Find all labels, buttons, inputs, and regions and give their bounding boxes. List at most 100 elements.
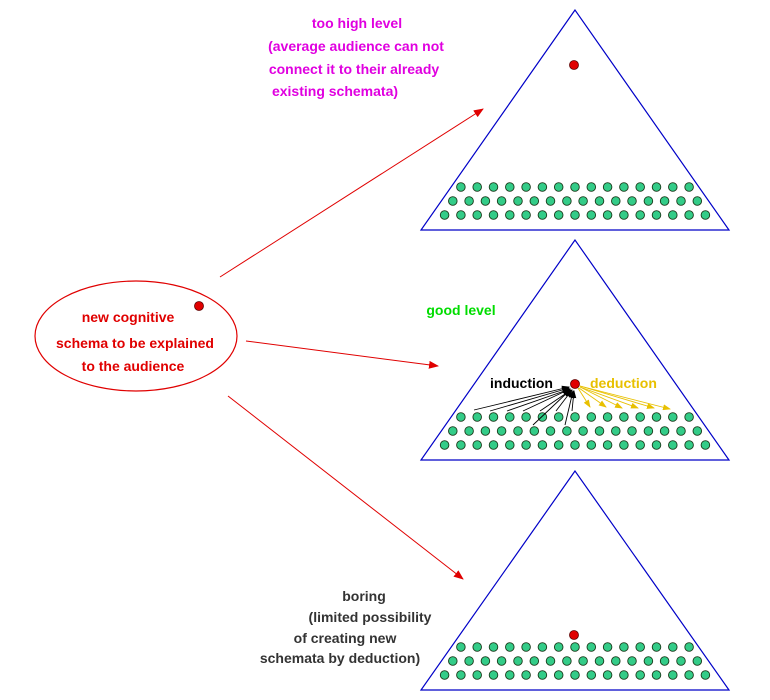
schema-node — [619, 412, 629, 422]
schema-node — [635, 440, 645, 450]
boring-line-2: (limited possibility — [309, 609, 432, 625]
panel-too-high: too high level (average audience can not… — [268, 8, 731, 231]
red-dot-middle — [570, 379, 580, 389]
schema-node — [521, 642, 531, 652]
schema-node — [692, 426, 703, 436]
schema-node — [578, 196, 588, 206]
schema-node — [488, 670, 499, 680]
source-schema: new cognitive schema to be explained to … — [34, 280, 238, 392]
source-ellipse — [34, 280, 238, 392]
schema-node — [529, 426, 540, 436]
too-high-line-4: existing schemata) — [272, 83, 398, 99]
deduction-arrow — [578, 387, 607, 408]
schema-node — [488, 210, 499, 220]
schema-node — [570, 642, 580, 652]
source-arrows — [219, 108, 484, 580]
schema-node — [439, 670, 450, 680]
node-grid-top — [439, 182, 711, 220]
boring-line-1: boring — [342, 588, 386, 604]
schema-node — [570, 670, 580, 680]
schema-node — [488, 182, 499, 192]
schema-node — [692, 196, 703, 206]
schema-node — [619, 670, 629, 680]
schema-node — [464, 656, 474, 666]
schema-node — [619, 642, 629, 652]
schema-node — [643, 196, 654, 206]
schema-node — [537, 412, 548, 422]
schema-node — [611, 196, 621, 206]
schema-node — [594, 196, 605, 206]
schema-node — [594, 656, 605, 666]
schema-node — [684, 412, 694, 422]
schema-node — [505, 182, 515, 192]
induction-arrow — [473, 385, 570, 411]
schema-node — [472, 210, 482, 220]
schema-node — [472, 182, 482, 192]
schema-node — [602, 670, 613, 680]
schema-node — [537, 210, 548, 220]
schema-node — [594, 426, 605, 436]
schema-node — [700, 210, 711, 220]
schema-node — [602, 182, 613, 192]
schema-node — [627, 196, 637, 206]
too-high-line-3: connect it to their already — [269, 61, 440, 77]
schema-node — [668, 182, 678, 192]
schema-node — [439, 440, 450, 450]
schema-node — [456, 412, 466, 422]
schema-node — [537, 642, 548, 652]
schema-node — [553, 642, 564, 652]
schema-node — [602, 642, 613, 652]
source-line-3: to the audience — [82, 358, 185, 374]
schema-node — [676, 196, 686, 206]
schema-node — [480, 196, 491, 206]
schema-node — [521, 412, 531, 422]
schema-node — [480, 426, 491, 436]
induction-arrow — [522, 388, 571, 412]
schema-node — [586, 182, 597, 192]
schema-node — [684, 670, 694, 680]
schema-node — [651, 642, 662, 652]
panel-boring: boring (limited possibility of creating … — [260, 469, 731, 691]
schema-node — [488, 440, 499, 450]
schema-node — [668, 412, 678, 422]
schema-node — [448, 426, 458, 436]
schema-node — [439, 210, 450, 220]
schema-node — [456, 670, 466, 680]
schema-node — [562, 426, 572, 436]
schema-node — [651, 440, 662, 450]
schema-node — [659, 196, 670, 206]
schema-node — [676, 426, 686, 436]
schema-node — [545, 426, 556, 436]
schema-node — [562, 656, 572, 666]
schema-node — [464, 196, 474, 206]
schema-node — [635, 412, 645, 422]
schema-node — [456, 642, 466, 652]
schema-node — [472, 440, 482, 450]
schema-node — [472, 412, 482, 422]
schema-node — [537, 670, 548, 680]
triangle-middle — [419, 238, 731, 461]
panel-good: good level induction deduction — [419, 238, 731, 461]
schema-node — [496, 656, 507, 666]
schema-node — [651, 210, 662, 220]
schema-node — [684, 210, 694, 220]
schema-node — [659, 426, 670, 436]
too-high-line-2: (average audience can not — [268, 38, 444, 54]
schema-node — [521, 670, 531, 680]
schema-node — [668, 440, 678, 450]
deduction-arrows — [577, 385, 671, 411]
induction-label: induction — [490, 375, 553, 391]
schema-node — [472, 670, 482, 680]
schema-node — [651, 670, 662, 680]
deduction-arrow — [579, 386, 623, 409]
source-red-dot — [194, 301, 204, 311]
triangle-bottom — [419, 469, 731, 691]
schema-node — [488, 412, 499, 422]
source-line-2: schema to be explained — [56, 335, 214, 351]
boring-line-4: schemata by deduction) — [260, 650, 420, 666]
too-high-line-1: too high level — [312, 15, 402, 31]
schema-node — [545, 656, 556, 666]
schema-node — [553, 182, 564, 192]
schema-node — [668, 670, 678, 680]
